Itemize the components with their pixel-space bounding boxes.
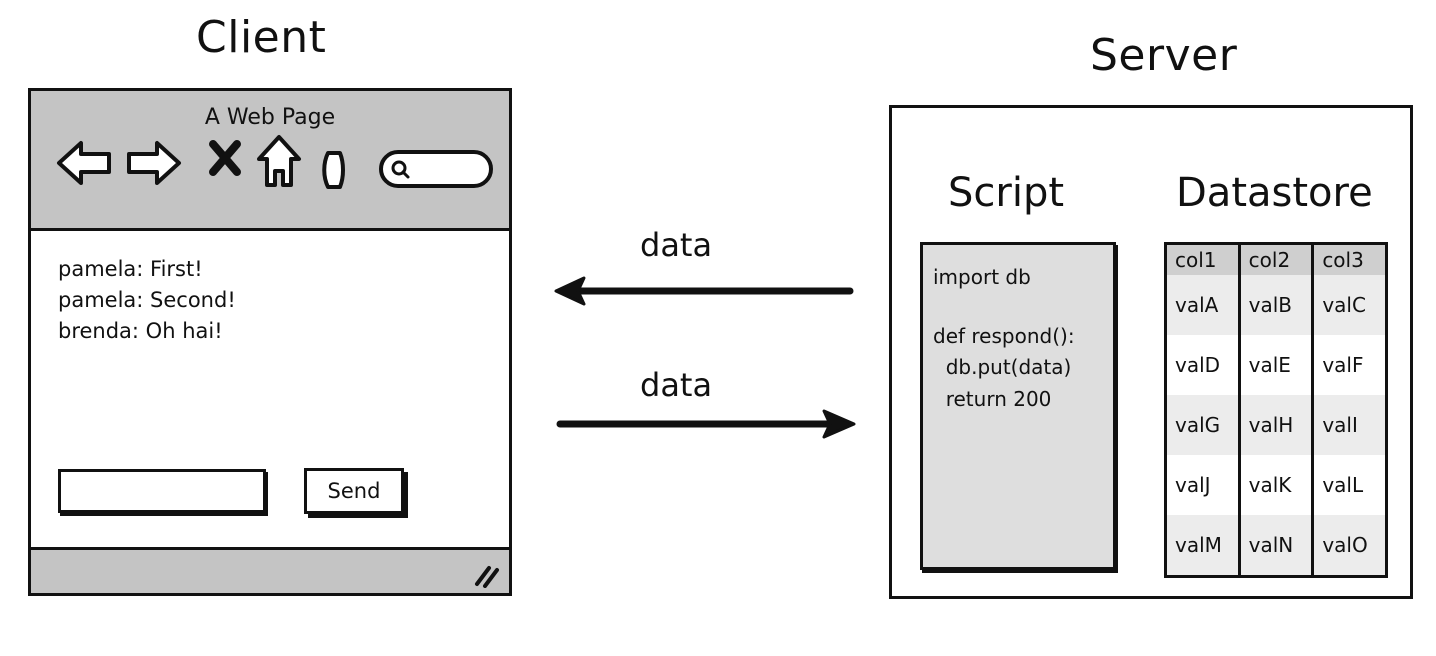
table-cell: valG (1165, 395, 1241, 455)
column-header: col2 (1239, 243, 1315, 275)
table-cell: valK (1239, 455, 1315, 515)
table-row: valD valE valF (1165, 335, 1387, 395)
chat-message: brenda: Oh hai! (58, 319, 223, 343)
home-icon[interactable] (255, 133, 303, 189)
forward-icon[interactable] (125, 139, 183, 187)
chat-message: pamela: Second! (58, 288, 236, 312)
back-icon[interactable] (55, 139, 113, 187)
code-line: db.put(data) (933, 355, 1072, 379)
search-field[interactable] (379, 150, 493, 188)
table-cell: valJ (1165, 455, 1241, 515)
to-client-arrow-label: data (640, 226, 713, 264)
table-row: valG valH valI (1165, 395, 1387, 455)
column-header: col3 (1312, 243, 1387, 275)
table-cell: valC (1312, 275, 1387, 335)
table-cell: valF (1312, 335, 1387, 395)
table-cell: valB (1239, 275, 1315, 335)
arrow-to-client (554, 276, 854, 306)
table-cell: valE (1239, 335, 1315, 395)
table-cell: valA (1165, 275, 1241, 335)
bookmark-icon[interactable] (319, 149, 349, 191)
datastore-table: col1 col2 col3 valA valB valC valD valE … (1164, 242, 1388, 578)
table-row: valJ valK valL (1165, 455, 1387, 515)
script-code-panel: import db def respond(): db.put(data) re… (920, 242, 1116, 570)
to-server-arrow-label: data (640, 366, 713, 404)
arrow-to-server (556, 409, 856, 439)
table-cell: valD (1165, 335, 1241, 395)
table-cell: valN (1239, 515, 1315, 577)
search-icon (391, 160, 410, 179)
table-header-row: col1 col2 col3 (1165, 243, 1387, 275)
code-line: return 200 (933, 387, 1052, 411)
client-heading: Client (196, 12, 327, 63)
table-cell: valH (1239, 395, 1315, 455)
chat-message: pamela: First! (58, 257, 203, 281)
table-cell: valI (1312, 395, 1387, 455)
datastore-heading: Datastore (1176, 170, 1373, 216)
code-line: def respond(): (933, 324, 1075, 348)
table-cell: valM (1165, 515, 1241, 577)
browser-toolbar: A Web Page (31, 91, 509, 231)
script-heading: Script (948, 170, 1065, 216)
browser-status-bar (31, 547, 509, 593)
server-heading: Server (1090, 30, 1238, 81)
message-input[interactable] (58, 469, 266, 513)
resize-grip-icon[interactable] (473, 562, 501, 588)
column-header: col1 (1165, 243, 1241, 275)
send-button[interactable]: Send (304, 468, 404, 514)
table-row: valM valN valO (1165, 515, 1387, 577)
table-cell: valO (1312, 515, 1387, 577)
table-row: valA valB valC (1165, 275, 1387, 335)
stop-icon[interactable] (207, 139, 243, 177)
browser-window-title: A Web Page (204, 105, 336, 130)
server-box: Script Datastore import db def respond()… (889, 105, 1413, 599)
table-cell: valL (1312, 455, 1387, 515)
client-browser-window: A Web Page pamela: First! pamela: Second… (28, 88, 512, 596)
code-line: import db (933, 265, 1031, 289)
